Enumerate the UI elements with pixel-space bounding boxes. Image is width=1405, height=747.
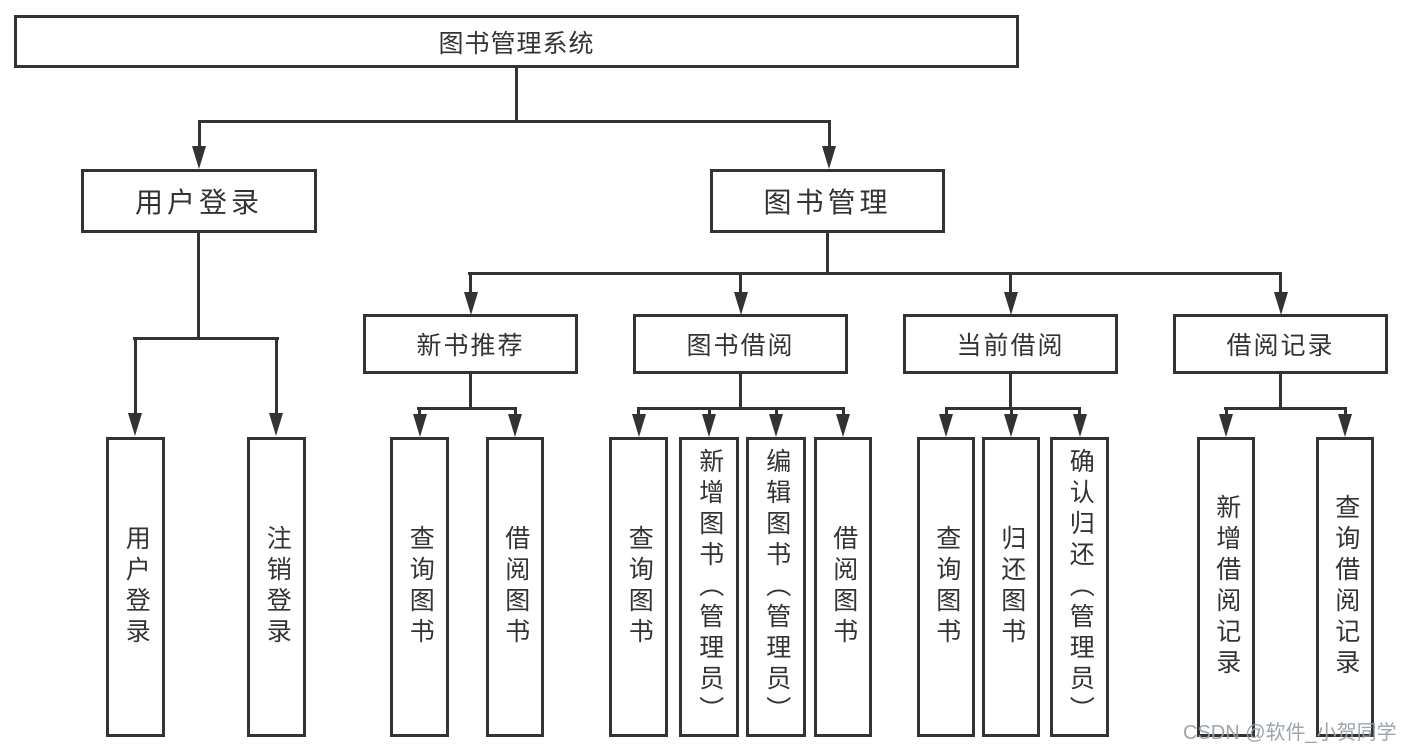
arrow-down-icon — [702, 414, 716, 437]
leaf-current-query-books-label: 查询图书 — [932, 525, 961, 649]
connector-line — [637, 407, 640, 416]
leaf-current-query-books-box: 查询图书 — [917, 437, 975, 737]
leaf-current-return-books-box: 归还图书 — [982, 437, 1040, 737]
connector-line — [637, 407, 845, 410]
connector-line — [198, 120, 201, 147]
arrow-down-icon — [1004, 414, 1018, 437]
node-user-login-box: 用户登录 — [81, 169, 317, 233]
arrow-down-icon — [734, 292, 748, 315]
connector-line — [708, 407, 711, 416]
connector-line — [739, 272, 742, 294]
connector-line — [417, 407, 517, 410]
node-book-management-label: 图书管理 — [763, 187, 892, 218]
connector-line — [468, 272, 1282, 275]
connector-line — [828, 120, 831, 147]
arrow-down-icon — [1073, 414, 1087, 437]
connector-line — [515, 66, 518, 120]
connector-line — [1010, 407, 1013, 416]
leaf-records-query-record-label: 查询借阅记录 — [1331, 494, 1360, 680]
leaf-current-confirm-return-admin-label: 确认归还（管理员） — [1066, 447, 1095, 727]
arrow-down-icon — [822, 146, 836, 169]
leaf-borrow-borrow-books-label: 借阅图书 — [829, 525, 858, 649]
leaf-recommend-borrow-books-box: 借阅图书 — [486, 437, 544, 737]
leaf-records-query-record-box: 查询借阅记录 — [1316, 437, 1374, 737]
arrow-down-icon — [269, 413, 283, 436]
leaf-recommend-borrow-books-label: 借阅图书 — [501, 525, 530, 649]
connector-line — [1078, 407, 1081, 416]
connector-line — [1279, 272, 1282, 294]
leaf-logout-box: 注销登录 — [247, 437, 306, 737]
connector-line — [1224, 407, 1347, 410]
node-current-borrow-box: 当前借阅 — [903, 314, 1118, 374]
leaf-recommend-query-books-label: 查询图书 — [406, 525, 435, 649]
watermark-text: CSDN @软件_小贺同学 — [1183, 722, 1397, 744]
connector-line — [514, 407, 517, 416]
node-root-label: 图书管理系统 — [438, 29, 595, 58]
connector-line — [418, 407, 421, 416]
connector-line — [1344, 407, 1347, 416]
leaf-user-login-box: 用户登录 — [106, 437, 165, 737]
arrow-down-icon — [939, 414, 953, 437]
connector-line — [469, 272, 472, 294]
node-new-book-recommend-box: 新书推荐 — [363, 314, 578, 374]
connector-line — [775, 407, 778, 416]
connector-line — [1225, 407, 1228, 416]
leaf-recommend-query-books-box: 查询图书 — [390, 437, 449, 737]
node-borrow-records-box: 借阅记录 — [1173, 314, 1388, 374]
leaf-borrow-edit-books-admin-box: 编辑图书（管理员） — [746, 437, 806, 737]
arrow-down-icon — [632, 414, 646, 437]
arrow-down-icon — [508, 414, 522, 437]
node-current-borrow-label: 当前借阅 — [956, 332, 1065, 360]
arrow-down-icon — [464, 292, 478, 315]
leaf-current-return-books-label: 归还图书 — [997, 525, 1026, 649]
node-user-login-label: 用户登录 — [134, 187, 263, 218]
arrow-down-icon — [1219, 414, 1233, 437]
leaf-current-confirm-return-admin-box: 确认归还（管理员） — [1050, 437, 1109, 737]
arrow-down-icon — [1274, 292, 1288, 315]
leaf-borrow-add-books-admin-box: 新增图书（管理员） — [679, 437, 739, 737]
connector-line — [739, 372, 742, 409]
arrow-down-icon — [192, 146, 206, 169]
connector-line — [945, 407, 948, 416]
node-borrow-records-label: 借阅记录 — [1226, 332, 1335, 360]
arrow-down-icon — [1338, 414, 1352, 437]
connector-line — [133, 337, 279, 340]
connector-line — [945, 407, 1081, 410]
arrow-down-icon — [836, 414, 850, 437]
node-root-box: 图书管理系统 — [14, 15, 1019, 68]
leaf-borrow-query-books-box: 查询图书 — [609, 437, 668, 737]
arrow-down-icon — [1004, 292, 1018, 315]
node-book-management-box: 图书管理 — [710, 169, 945, 233]
connector-line — [275, 337, 278, 414]
connector-line — [826, 231, 829, 273]
connector-line — [197, 231, 200, 338]
arrow-down-icon — [769, 414, 783, 437]
node-book-borrow-label: 图书借阅 — [686, 332, 795, 360]
node-book-borrow-box: 图书借阅 — [633, 314, 848, 374]
leaf-borrow-edit-books-admin-label: 编辑图书（管理员） — [762, 447, 791, 727]
connector-line — [469, 372, 472, 409]
node-new-book-recommend-label: 新书推荐 — [416, 332, 525, 360]
leaf-records-add-record-label: 新增借阅记录 — [1212, 494, 1241, 680]
connector-line — [1279, 372, 1282, 409]
connector-line — [134, 337, 137, 414]
connector-line — [842, 407, 845, 416]
arrow-down-icon — [128, 413, 142, 436]
leaf-user-login-label: 用户登录 — [122, 525, 151, 649]
connector-line — [198, 120, 831, 123]
leaf-borrow-query-books-label: 查询图书 — [625, 525, 654, 649]
leaf-borrow-add-books-admin-label: 新增图书（管理员） — [695, 447, 724, 727]
arrow-down-icon — [413, 414, 427, 437]
connector-line — [1009, 372, 1012, 409]
leaf-records-add-record-box: 新增借阅记录 — [1197, 437, 1255, 737]
leaf-logout-label: 注销登录 — [263, 525, 292, 649]
leaf-borrow-borrow-books-box: 借阅图书 — [814, 437, 872, 737]
connector-line — [1009, 272, 1012, 294]
